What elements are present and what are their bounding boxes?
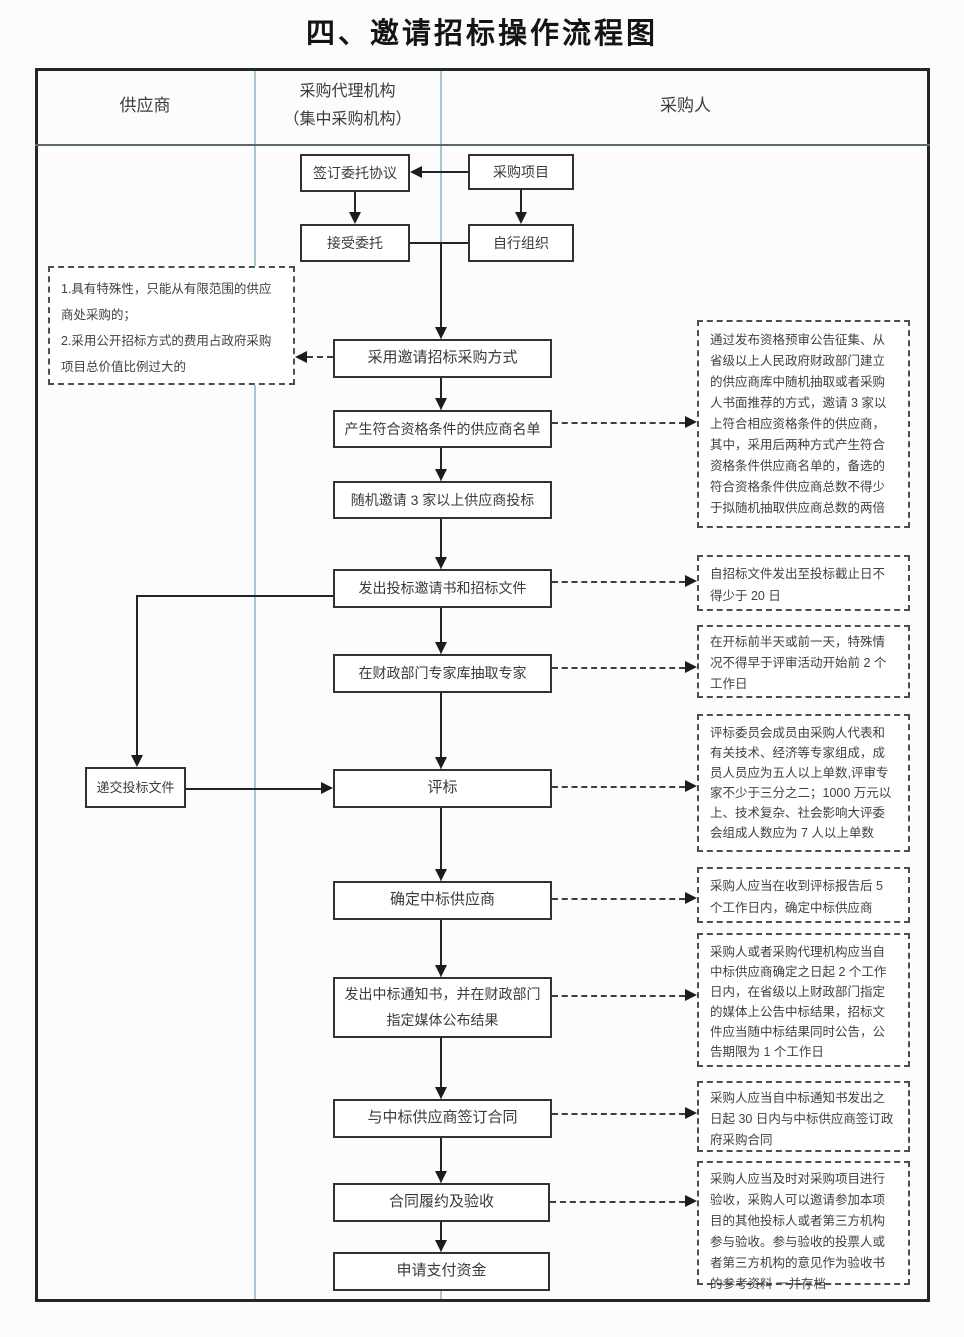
lane-header-supplier: 供应商: [119, 96, 171, 115]
dash-shortlist-to-note1: [552, 422, 685, 424]
arrowhead-right-note8: [685, 1195, 697, 1207]
page-title: 四、邀请招标操作流程图: [305, 18, 658, 50]
arrowhead-down-self: [515, 212, 527, 224]
node-shortlist: 产生符合资格条件的供应商名单: [333, 410, 552, 448]
connector-branch-down-submit: [136, 595, 138, 755]
connector-experts-to-evaluate: [440, 693, 442, 758]
connector-invite-to-issue: [440, 519, 442, 558]
node-method: 采用邀请招标采购方式: [333, 339, 552, 378]
dash-issue-to-note2: [552, 581, 685, 583]
arrowhead-down-shortlist: [435, 398, 447, 410]
node-self-organize: 自行组织: [468, 224, 574, 262]
arrowhead-right-note6: [685, 989, 697, 1001]
arrowhead-down-experts: [435, 642, 447, 654]
arrowhead-down-payment: [435, 1240, 447, 1252]
arrowhead-down-invite: [435, 469, 447, 481]
lane-divider-left: [254, 68, 256, 1302]
node-determine-winner: 确定中标供应商: [333, 881, 552, 920]
dash-fulfil-to-note8: [550, 1201, 685, 1203]
connector-issue-branch-left: [137, 595, 333, 597]
note-20-days: 自招标文件发出至投标截止日不得少于 20 日: [697, 555, 910, 611]
arrowhead-down-method: [435, 327, 447, 339]
connector-contract-to-fulfil: [440, 1138, 442, 1172]
arrowhead-down-submit: [131, 755, 143, 767]
note-expert-timing: 在开标前半天或前一天，特殊情况不得早于评审活动开始前 2 个工作日: [697, 625, 910, 698]
dash-determine-to-note5: [552, 898, 685, 900]
connector-evaluate-to-determine: [440, 808, 442, 870]
dash-notice-to-note6: [552, 995, 685, 997]
arrowhead-right-note4: [685, 780, 697, 792]
note-acceptance-rule: 采购人应当及时对采购项目进行验收，采购人可以邀请参加本项目的其他投标人或者第三方…: [697, 1161, 910, 1291]
arrowhead-down-accept: [349, 212, 361, 224]
diagram-border: [35, 68, 930, 1302]
header-separator: [35, 144, 930, 146]
arrowhead-down-fulfil: [435, 1171, 447, 1183]
note-left-conditions: 1.具有特殊性，只能从有限范围的供应商处采购的； 2.采用公开招标方式的费用占政…: [48, 266, 295, 385]
arrowhead-right-note1: [685, 416, 697, 428]
arrowhead-right-note3: [685, 661, 697, 673]
node-invite-three: 随机邀请 3 家以上供应商投标: [333, 481, 552, 519]
node-evaluate: 评标: [333, 769, 552, 808]
connector-determine-to-notice: [440, 920, 442, 966]
dash-contract-to-note7: [552, 1113, 685, 1115]
dash-evaluate-to-note4: [552, 786, 685, 788]
node-request-payment: 申请支付资金: [333, 1252, 550, 1291]
node-fulfil-accept: 合同履约及验收: [333, 1183, 550, 1222]
arrowhead-left-sign: [410, 166, 422, 178]
connector-issue-to-experts: [440, 608, 442, 643]
arrowhead-down-evaluate: [435, 757, 447, 769]
node-procurement-project: 采购项目: [468, 154, 574, 190]
arrowhead-down-issue: [435, 557, 447, 569]
connector-submit-to-evaluate: [186, 788, 321, 790]
arrowhead-down-notice: [435, 965, 447, 977]
connector-notice-to-contract: [440, 1038, 442, 1088]
note-5-working-days: 采购人应当在收到评标报告后 5 个工作日内，确定中标供应商: [697, 867, 910, 923]
node-issue-documents: 发出投标邀请书和招标文件: [333, 569, 552, 608]
note-30-days-contract: 采购人应当自中标通知书发出之日起 30 日内与中标供应商签订政府采购合同: [697, 1081, 910, 1152]
connector-accept-self-junction: [410, 242, 468, 244]
lane-header-purchaser: 采购人: [660, 96, 711, 115]
dash-experts-to-note3: [552, 667, 685, 669]
node-sign-agreement: 签订委托协议: [300, 154, 410, 192]
connector-sign-to-accept: [354, 192, 356, 213]
note-shortlist-rule: 通过发布资格预审公告征集、从省级以上人民政府财政部门建立的供应商库中随机抽取或者…: [697, 320, 910, 528]
connector-fulfil-to-payment: [440, 1222, 442, 1241]
arrowhead-right-note2: [685, 575, 697, 587]
node-sign-contract: 与中标供应商签订合同: [333, 1099, 552, 1138]
arrowhead-down-contract: [435, 1087, 447, 1099]
connector-project-to-sign: [422, 171, 468, 173]
node-extract-experts: 在财政部门专家库抽取专家: [333, 654, 552, 693]
node-accept-entrustment: 接受委托: [300, 224, 410, 262]
arrowhead-left-leftnote: [295, 351, 307, 363]
connector-junction-to-method: [440, 242, 442, 328]
connector-shortlist-to-invite: [440, 448, 442, 470]
node-issue-notice: 发出中标通知书，并在财政部门指定媒体公布结果: [333, 977, 552, 1038]
node-submit-bid: 递交投标文件: [85, 767, 186, 808]
note-committee-rule: 评标委员会成员由采购人代表和有关技术、经济等专家组成，成员人员应为五人以上单数,…: [697, 714, 910, 852]
note-announcement-rule: 采购人或者采购代理机构应当自中标供应商确定之日起 2 个工作日内，在省级以上财政…: [697, 933, 910, 1067]
connector-method-to-shortlist: [440, 378, 442, 399]
dash-method-to-leftnote: [307, 356, 333, 358]
lane-header-agency: 采购代理机构 （集中采购机构）: [283, 83, 412, 128]
arrowhead-right-evaluate: [321, 782, 333, 794]
arrowhead-right-note7: [685, 1107, 697, 1119]
arrowhead-right-note5: [685, 892, 697, 904]
arrowhead-down-determine: [435, 869, 447, 881]
connector-project-to-self: [520, 190, 522, 213]
